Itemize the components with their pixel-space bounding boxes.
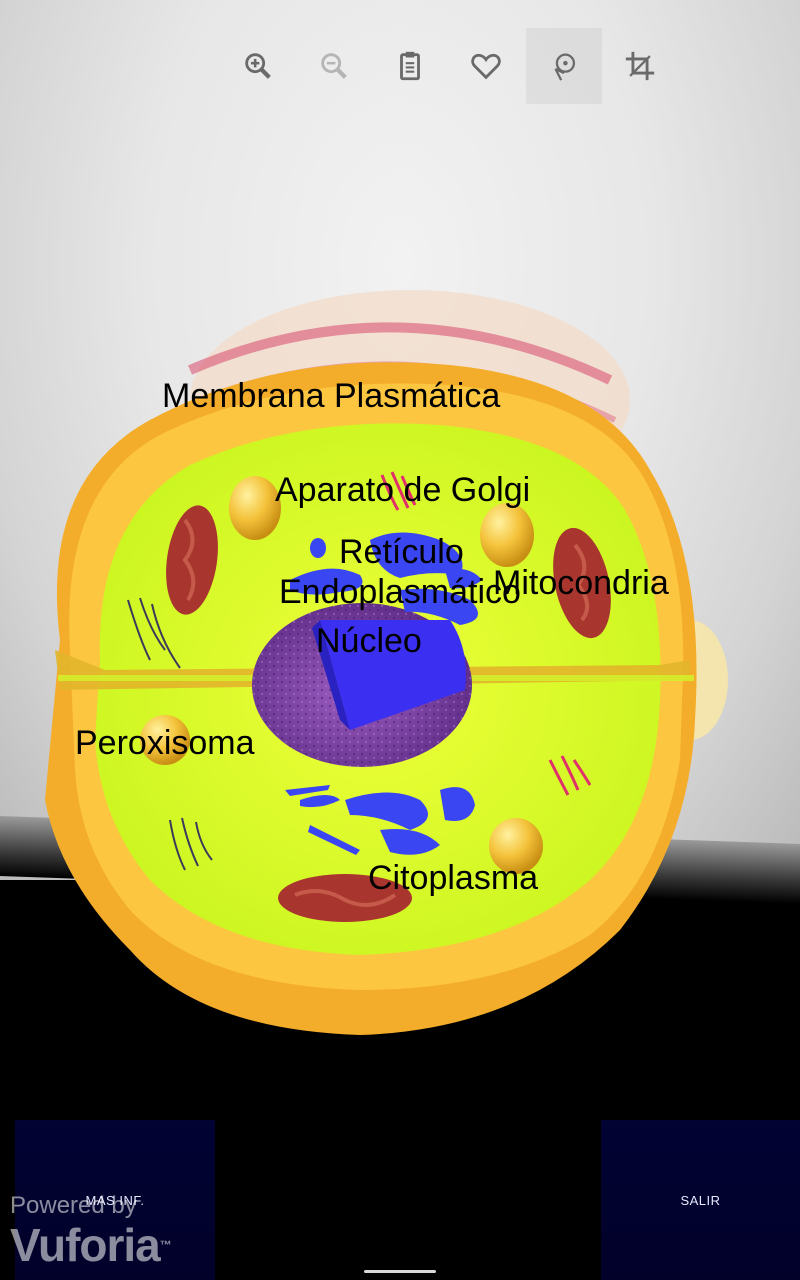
exit-button[interactable]: SALIR — [601, 1120, 800, 1280]
nucleus-cutaway — [320, 620, 466, 730]
clipboard-icon — [372, 28, 448, 104]
golgi-apparatus — [127, 597, 213, 871]
navigation-handle[interactable] — [364, 1270, 436, 1273]
endoplasmic-reticulum — [285, 532, 482, 855]
peroxisomes — [140, 476, 543, 874]
zoom-in-icon — [220, 28, 296, 104]
background-toolbar — [220, 28, 680, 108]
vuforia-watermark: Powered by Vuforia™ — [10, 1192, 210, 1272]
label-membrana-plasmatica: Membrana Plasmática — [162, 377, 501, 415]
label-reticulo-line1: Retículo — [339, 533, 464, 571]
powered-by-text: Powered by — [10, 1192, 137, 1219]
heart-icon — [448, 28, 524, 104]
label-aparato-golgi: Aparato de Golgi — [275, 471, 531, 509]
vuforia-logo-text: Vuforia — [10, 1219, 161, 1271]
label-peroxisoma: Peroxisoma — [75, 724, 255, 762]
crop-icon — [602, 28, 678, 104]
label-nucleo: Núcleo — [316, 622, 422, 660]
label-mitocondria: Mitocondria — [493, 564, 669, 602]
more-info-button[interactable]: MAS INF. — [15, 1120, 215, 1280]
label-reticulo-line2: Endoplasmático — [279, 573, 521, 611]
label-citoplasma: Citoplasma — [368, 859, 539, 897]
cell-3d-model — [45, 290, 728, 1036]
zoom-out-icon — [296, 28, 372, 104]
golgi-pink — [380, 471, 592, 796]
trademark-symbol: ™ — [159, 1238, 172, 1252]
rotate-touch-icon — [526, 28, 602, 104]
mitochondria — [166, 505, 611, 922]
